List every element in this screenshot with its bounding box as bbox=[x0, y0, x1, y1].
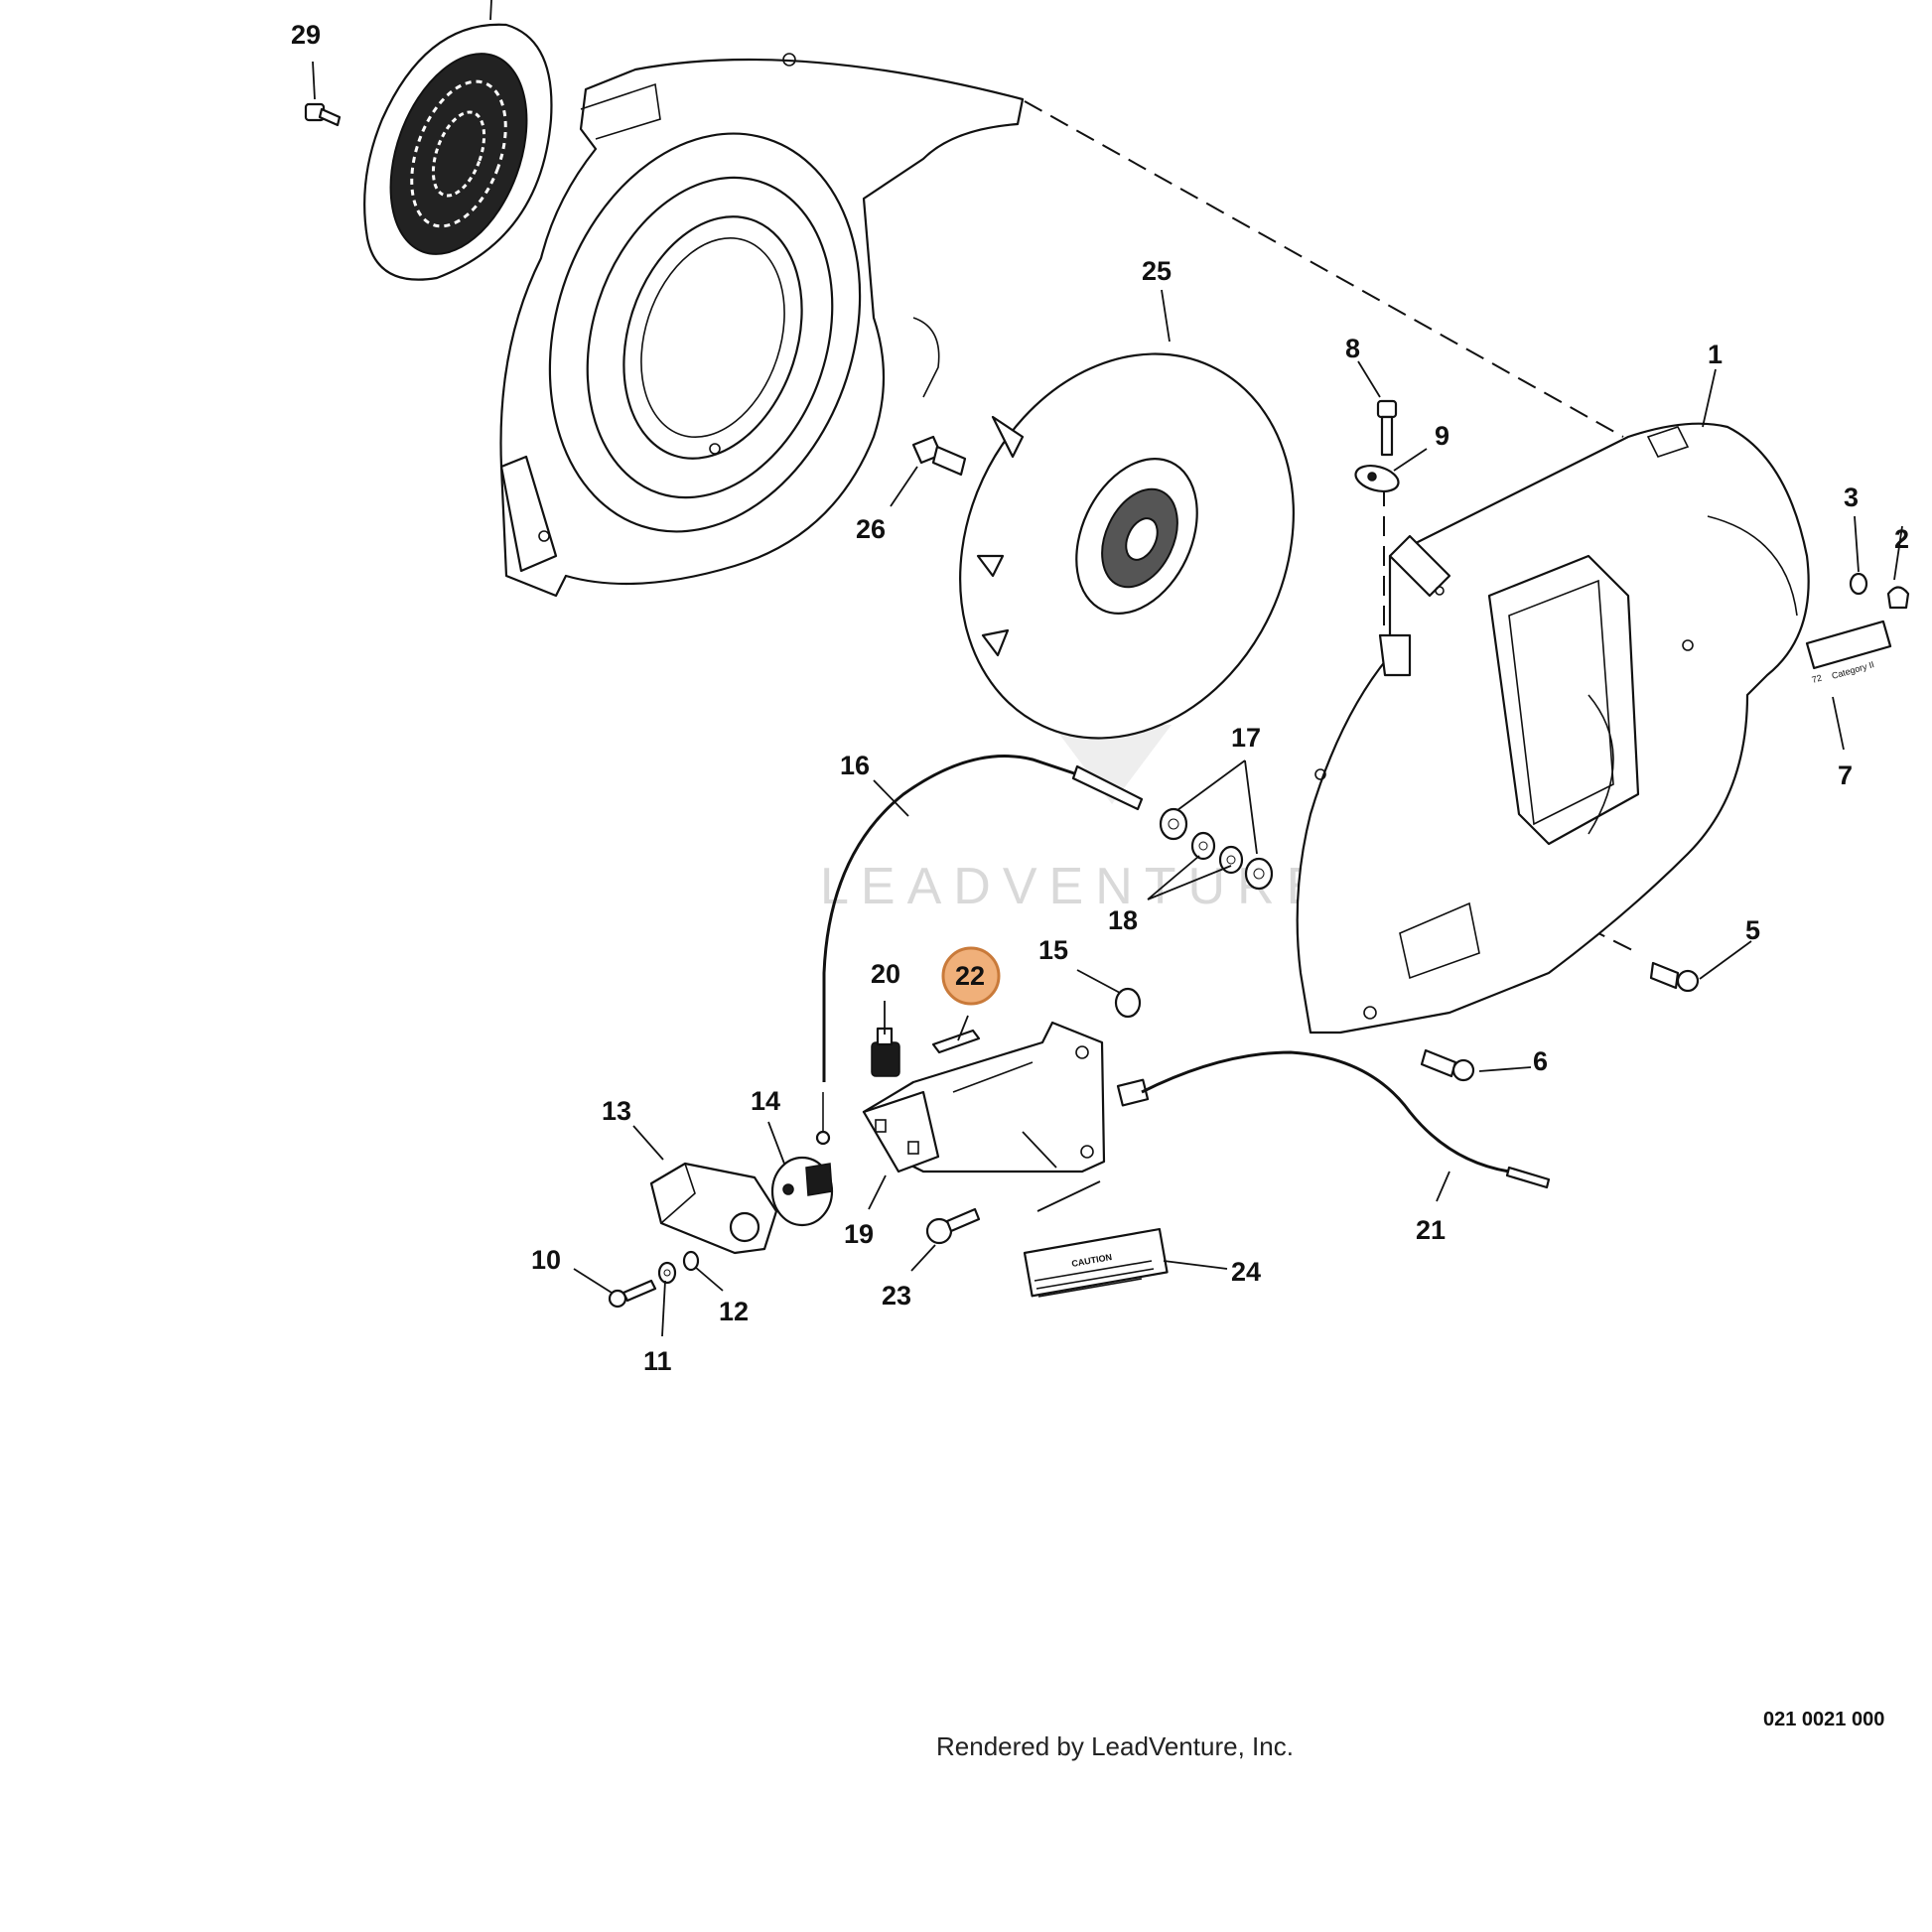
part-11-washer bbox=[657, 1261, 677, 1285]
part-6-bolt bbox=[1420, 1048, 1475, 1082]
part-23-bolt bbox=[925, 1207, 981, 1245]
part-10-screw bbox=[608, 1279, 657, 1309]
part-18-washer-a bbox=[1190, 831, 1216, 861]
part-17-nut-a bbox=[1159, 807, 1188, 841]
part-9-washer bbox=[1354, 464, 1400, 493]
callout-9[interactable]: 9 bbox=[1435, 421, 1449, 451]
credit-line: Rendered by LeadVenture, Inc. bbox=[936, 1731, 1294, 1761]
callout-7[interactable]: 7 bbox=[1838, 760, 1853, 790]
callout-10[interactable]: 10 bbox=[531, 1245, 561, 1275]
callout-12[interactable]: 12 bbox=[719, 1297, 749, 1326]
callout-16[interactable]: 16 bbox=[840, 751, 870, 780]
decal-7-number: 72 bbox=[1811, 673, 1823, 685]
part-14-bracket bbox=[770, 1156, 834, 1227]
callout-11[interactable]: 11 bbox=[643, 1346, 672, 1376]
part-15-nut bbox=[1114, 987, 1142, 1019]
part-5-bolt bbox=[1649, 961, 1700, 993]
callout-29[interactable]: 29 bbox=[291, 20, 321, 50]
callout-6[interactable]: 6 bbox=[1533, 1046, 1548, 1076]
alignment-lines bbox=[1024, 100, 1639, 954]
part-7-decal: 72 Category II bbox=[1805, 620, 1892, 685]
callout-26[interactable]: 26 bbox=[856, 514, 886, 544]
part-19-handle bbox=[862, 1021, 1106, 1173]
part-29-grille-cover bbox=[363, 23, 553, 281]
part-20-switch bbox=[871, 1027, 900, 1077]
highlight-circle-22 bbox=[941, 946, 1001, 1006]
callout-5[interactable]: 5 bbox=[1745, 915, 1760, 945]
part-1-blower-housing-right bbox=[1296, 422, 1810, 1035]
part-13-lever bbox=[649, 1162, 778, 1255]
part-26-bolt bbox=[911, 435, 967, 477]
part-17-nut-b bbox=[1244, 857, 1274, 891]
blower-housing-left bbox=[499, 53, 1025, 598]
callouts: 1 2 3 5 6 7 8 9 10 11 12 13 14 15 16 17 … bbox=[291, 20, 1909, 1376]
reference-code: 021 0021 000 bbox=[1763, 1709, 1884, 1730]
part-2-cap-nut bbox=[1886, 586, 1910, 610]
callout-1[interactable]: 1 bbox=[1708, 340, 1723, 369]
callout-19[interactable]: 19 bbox=[844, 1219, 874, 1249]
callout-15[interactable]: 15 bbox=[1038, 935, 1068, 965]
part-8-screw bbox=[1376, 399, 1398, 457]
callout-24[interactable]: 24 bbox=[1231, 1257, 1261, 1287]
part-22-decal bbox=[931, 1029, 981, 1054]
callout-20[interactable]: 20 bbox=[871, 959, 900, 989]
part-29-screw bbox=[304, 102, 342, 127]
callout-8[interactable]: 8 bbox=[1345, 334, 1360, 363]
part-21-stop-wire bbox=[1116, 1050, 1551, 1189]
part-12-washer bbox=[682, 1250, 700, 1272]
callout-23[interactable]: 23 bbox=[882, 1281, 911, 1311]
callout-25[interactable]: 25 bbox=[1142, 256, 1172, 286]
part-25-fan bbox=[959, 352, 1295, 740]
callout-14[interactable]: 14 bbox=[751, 1086, 780, 1116]
decal-7-text: Category II bbox=[1831, 659, 1875, 681]
callout-17[interactable]: 17 bbox=[1231, 723, 1261, 753]
callout-3[interactable]: 3 bbox=[1844, 483, 1859, 512]
part-3-washer bbox=[1849, 572, 1868, 596]
part-18-washer-b bbox=[1218, 845, 1244, 875]
part-16-throttle-cable bbox=[815, 755, 1144, 1146]
part-24-caution-label: CAUTION bbox=[1023, 1227, 1169, 1298]
callout-2[interactable]: 2 bbox=[1894, 524, 1909, 554]
leader-lines bbox=[312, 0, 1903, 1337]
callout-18[interactable]: 18 bbox=[1108, 905, 1138, 935]
callout-22[interactable]: 22 bbox=[955, 961, 985, 991]
callout-21[interactable]: 21 bbox=[1416, 1215, 1446, 1245]
callout-13[interactable]: 13 bbox=[602, 1096, 631, 1126]
